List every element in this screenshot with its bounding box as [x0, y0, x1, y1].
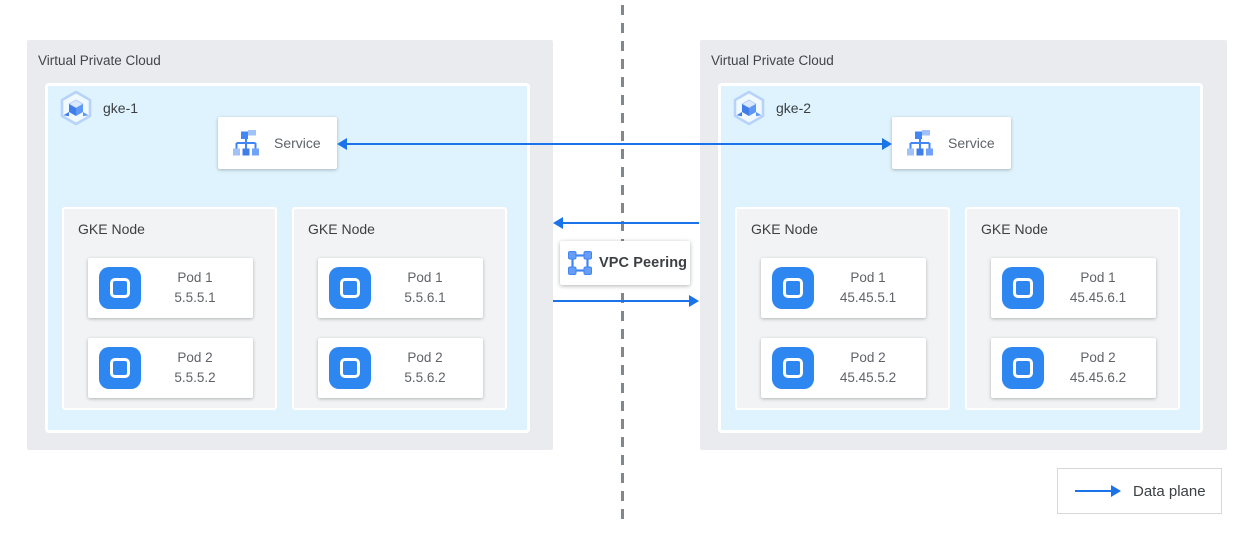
gke-node-box: GKE Node Pod 1 5.5.5.1 Pod 2 5.5.5.2	[62, 207, 277, 410]
pod-text: Pod 1 5.5.6.1	[371, 268, 483, 309]
legend-label: Data plane	[1133, 482, 1206, 500]
gke-cluster-2: gke-2 Service GKE Node Pod 1 45.45.5.1	[718, 83, 1203, 433]
pod-card: Pod 1 45.45.5.1	[761, 258, 926, 318]
pod-ip: 5.5.6.1	[404, 290, 446, 305]
cluster-name: gke-1	[103, 100, 139, 116]
pod-icon-glyph	[110, 278, 130, 298]
service-icon	[232, 129, 260, 157]
pod-icon-glyph	[340, 278, 360, 298]
pod-icon	[329, 267, 371, 309]
pod-name: Pod 2	[850, 349, 886, 365]
arrow-shaft	[561, 222, 699, 224]
pod-ip: 45.45.6.1	[1069, 290, 1127, 305]
service-label: Service	[948, 135, 995, 151]
pod-card: Pod 1 5.5.5.1	[88, 258, 253, 318]
pod-ip: 5.5.5.1	[174, 290, 216, 305]
pod-ip: 45.45.5.1	[839, 290, 897, 305]
pod-icon-glyph	[1013, 278, 1033, 298]
arrow-shaft	[1075, 490, 1115, 492]
pod-text: Pod 2 5.5.6.2	[371, 348, 483, 389]
legend-box: Data plane	[1057, 468, 1222, 514]
service-box: Service	[218, 117, 337, 169]
pod-card: Pod 2 45.45.5.2	[761, 338, 926, 398]
pod-icon	[99, 267, 141, 309]
pod-name: Pod 2	[1080, 349, 1116, 365]
pod-text: Pod 2 5.5.5.2	[141, 348, 253, 389]
pod-text: Pod 2 45.45.5.2	[814, 348, 926, 389]
pod-text: Pod 1 45.45.6.1	[1044, 268, 1156, 309]
service-label: Service	[274, 135, 321, 151]
data-plane-arrow-to-right	[553, 294, 699, 308]
service-box: Service	[892, 117, 1011, 169]
pod-card: Pod 2 5.5.5.2	[88, 338, 253, 398]
pod-ip: 45.45.5.2	[839, 370, 897, 385]
pod-name: Pod 1	[407, 269, 443, 285]
pod-card: Pod 1 5.5.6.1	[318, 258, 483, 318]
pod-text: Pod 1 5.5.5.1	[141, 268, 253, 309]
pod-icon	[99, 347, 141, 389]
vpc-peering-box: VPC Peering	[560, 241, 690, 285]
data-plane-arrow-to-left	[553, 216, 699, 230]
pod-card: Pod 2 5.5.6.2	[318, 338, 483, 398]
gke-node-title: GKE Node	[308, 221, 375, 237]
pod-icon	[1002, 267, 1044, 309]
pod-name: Pod 1	[1080, 269, 1116, 285]
arrowhead-right-icon	[1111, 485, 1121, 497]
arrowhead-right-icon	[689, 295, 699, 307]
arrowhead-right-icon	[882, 138, 892, 150]
pod-card: Pod 2 45.45.6.2	[991, 338, 1156, 398]
pod-card: Pod 1 45.45.6.1	[991, 258, 1156, 318]
arrowhead-left-icon	[337, 138, 347, 150]
pod-icon	[329, 347, 371, 389]
pod-icon-glyph	[340, 358, 360, 378]
pod-text: Pod 1 45.45.5.1	[814, 268, 926, 309]
pod-icon-glyph	[110, 358, 130, 378]
pod-icon	[772, 267, 814, 309]
pod-icon	[1002, 347, 1044, 389]
arrow-shaft	[345, 143, 884, 145]
vpc-peering-icon	[567, 250, 593, 276]
gke-node-box: GKE Node Pod 1 5.5.6.1 Pod 2 5.5.6.2	[292, 207, 507, 410]
gke-node-title: GKE Node	[78, 221, 145, 237]
vpc-box-left: Virtual Private Cloud gke-1 Service GKE …	[27, 40, 553, 450]
gke-node-title: GKE Node	[981, 221, 1048, 237]
gke-cluster-icon	[60, 90, 92, 126]
pod-icon-glyph	[783, 358, 803, 378]
pod-ip: 5.5.6.2	[404, 370, 446, 385]
pod-name: Pod 2	[177, 349, 213, 365]
pod-icon-glyph	[783, 278, 803, 298]
gke-node-title: GKE Node	[751, 221, 818, 237]
gke-node-box: GKE Node Pod 1 45.45.6.1 Pod 2 45.45.6.2	[965, 207, 1180, 410]
pod-ip: 45.45.6.2	[1069, 370, 1127, 385]
pod-icon	[772, 347, 814, 389]
vpc-box-right: Virtual Private Cloud gke-2 Service GKE …	[700, 40, 1227, 450]
data-plane-arrow-services	[337, 137, 892, 151]
gke-cluster-1: gke-1 Service GKE Node Pod 1 5.5.5.1	[45, 83, 530, 433]
pod-ip: 5.5.5.2	[174, 370, 216, 385]
gke-node-box: GKE Node Pod 1 45.45.5.1 Pod 2 45.45.5.2	[735, 207, 950, 410]
pod-name: Pod 1	[850, 269, 886, 285]
pod-icon-glyph	[1013, 358, 1033, 378]
pod-text: Pod 2 45.45.6.2	[1044, 348, 1156, 389]
gke-cluster-icon	[733, 90, 765, 126]
pod-name: Pod 1	[177, 269, 213, 285]
pod-name: Pod 2	[407, 349, 443, 365]
vpc-label: Virtual Private Cloud	[711, 53, 834, 68]
cluster-name: gke-2	[776, 100, 812, 116]
arrow-shaft	[553, 300, 691, 302]
vpc-peering-label: VPC Peering	[599, 255, 688, 271]
arrowhead-left-icon	[553, 217, 563, 229]
data-plane-arrow-icon	[1075, 484, 1121, 498]
vpc-label: Virtual Private Cloud	[38, 53, 161, 68]
service-icon	[906, 129, 934, 157]
